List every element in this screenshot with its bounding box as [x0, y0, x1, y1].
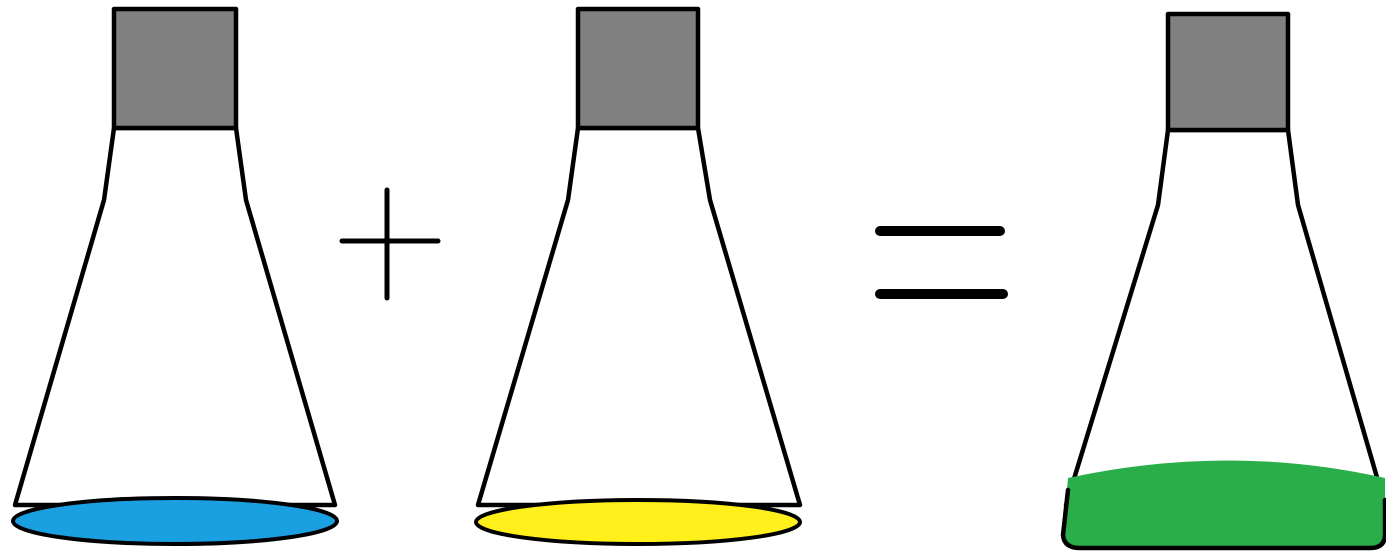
green-liquid-bottom-outline [1060, 487, 1386, 551]
green-liquid [1063, 460, 1385, 548]
flask-blue [11, 6, 339, 546]
stopper-icon [111, 6, 239, 131]
yellow-liquid [474, 498, 802, 546]
flask-green [1060, 11, 1386, 551]
blue-liquid [11, 496, 339, 546]
flask-body [1063, 127, 1386, 508]
flask-body [475, 125, 803, 508]
equals-icon [875, 226, 1008, 299]
stopper-icon [575, 6, 701, 131]
stopper-icon [1165, 11, 1291, 133]
flask-body [12, 125, 338, 508]
flask-yellow [474, 6, 803, 546]
plus-icon [339, 187, 441, 301]
